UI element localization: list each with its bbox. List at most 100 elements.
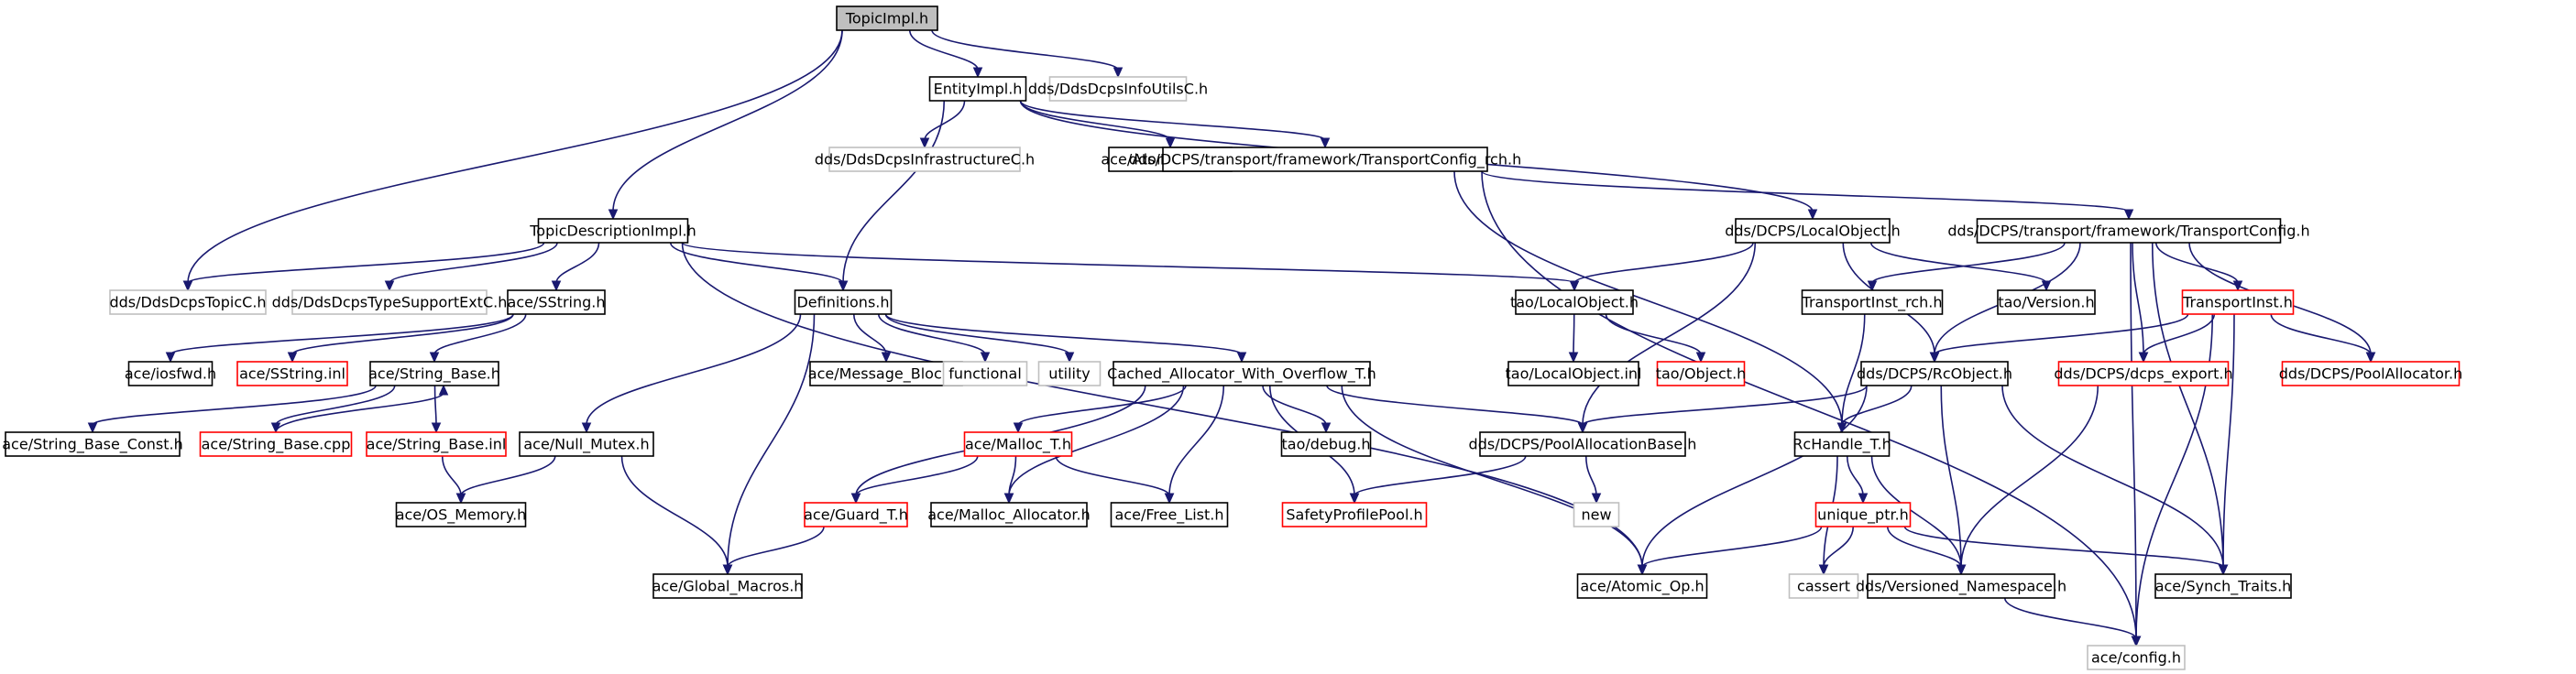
node-strbase[interactable]: ace/String_Base.h — [368, 361, 500, 386]
node-safetypool[interactable]: SafetyProfilePool.h — [1281, 502, 1428, 527]
node-freelist[interactable]: ace/Free_List.h — [1110, 502, 1229, 527]
node-box — [1479, 431, 1686, 457]
node-tcrch[interactable]: dds/DCPS/transport/framework/TransportCo… — [1129, 147, 1521, 172]
node-box — [942, 361, 1028, 386]
node-poolalloc[interactable]: dds/DCPS/PoolAllocator.h — [2279, 361, 2462, 386]
edge-topicdesc-to-taolocal — [681, 242, 1580, 292]
node-box — [1110, 502, 1229, 527]
node-topicimpl[interactable]: TopicImpl.h — [836, 5, 938, 31]
edge-nullmutex-to-osmem — [455, 455, 556, 505]
edge-topicdesc-to-sstring — [551, 242, 600, 292]
node-synch[interactable]: ace/Synch_Traits.h — [2154, 573, 2292, 599]
node-box — [1576, 573, 1708, 599]
edge-uniqueptr-to-atomicop — [1637, 526, 1823, 576]
node-nullmutex[interactable]: ace/Null_Mutex.h — [519, 431, 654, 457]
node-box — [1507, 361, 1639, 386]
node-taolocalinl[interactable]: tao/LocalObject.inl — [1506, 361, 1642, 386]
node-label: TransportInst.h — [2182, 294, 2293, 311]
node-label: ace/String_Base_Const.h — [2, 436, 182, 454]
edge-sstring-to-iosfwd — [165, 313, 514, 364]
node-label: ace/Free_List.h — [1115, 506, 1224, 525]
node-uniqueptr[interactable]: unique_ptr.h — [1814, 502, 1912, 527]
node-label: ace/Guard_T.h — [804, 506, 908, 525]
node-strbaseconst[interactable]: ace/String_Base_Const.h — [2, 431, 183, 457]
edge-malloct-to-mallocalloc — [1003, 455, 1017, 505]
node-dcpsexport[interactable]: dds/DCPS/dcps_export.h — [2054, 361, 2233, 386]
node-box — [930, 502, 1088, 527]
node-versioned[interactable]: dds/Versioned_Namespace.h — [1856, 573, 2066, 599]
node-label: tao/LocalObject.h — [1510, 294, 1639, 311]
node-label: tao/debug.h — [1282, 436, 1371, 453]
node-entityimpl[interactable]: EntityImpl.h — [928, 76, 1027, 102]
node-label: tao/Version.h — [1998, 294, 2094, 311]
node-atomicop[interactable]: ace/Atomic_Op.h — [1576, 573, 1708, 599]
edge-defs-to-msgblock — [852, 313, 892, 364]
node-sstringinl[interactable]: ace/SString.inl — [236, 361, 348, 386]
node-rchandle[interactable]: RcHandle_T.h — [1792, 431, 1891, 457]
node-functional: functional — [942, 361, 1028, 386]
node-taodebug[interactable]: tao/debug.h — [1280, 431, 1372, 457]
node-cached[interactable]: Cached_Allocator_With_Overflow_T.h — [1107, 361, 1376, 386]
node-box — [1788, 573, 1859, 599]
node-label: ace/String_Base.inl — [367, 436, 507, 454]
node-globalmacros[interactable]: ace/Global_Macros.h — [652, 573, 804, 599]
edge-strbase-to-strbasecpp — [270, 385, 396, 434]
dependency-edges — [87, 29, 2376, 647]
node-tinst[interactable]: TransportInst.h — [2181, 289, 2295, 315]
node-topicdesc[interactable]: TopicDescriptionImpl.h — [529, 218, 696, 244]
node-malloct[interactable]: ace/Malloc_T.h — [963, 431, 1073, 457]
node-strbasecpp[interactable]: ace/String_Base.cpp — [199, 431, 353, 457]
edge-topicimpl-to-entityimpl — [908, 29, 983, 79]
node-box — [291, 289, 488, 315]
node-tconfig[interactable]: dds/DCPS/transport/framework/TransportCo… — [1947, 218, 2310, 244]
node-label: TopicImpl.h — [845, 10, 928, 27]
node-box — [127, 361, 214, 386]
node-label: ace/Message_Block.h — [808, 365, 964, 384]
node-label: new — [1581, 506, 1611, 524]
node-taoobj[interactable]: tao/Object.h — [1656, 361, 1747, 386]
node-label: dds/DCPS/PoolAllocationBase.h — [1469, 436, 1697, 453]
edge-entityimpl-to-infra — [919, 100, 966, 149]
node-label: Definitions.h — [796, 294, 889, 311]
node-box — [1801, 289, 1944, 315]
node-sstring[interactable]: ace/SString.h — [507, 289, 606, 315]
node-box — [1656, 361, 1746, 386]
node-box — [369, 361, 499, 386]
edge-uniqueptr-to-synch — [1903, 526, 2229, 576]
edge-nullmutex-to-globalmacros — [620, 455, 733, 576]
node-iosfwd[interactable]: ace/iosfwd.h — [125, 361, 216, 386]
node-taover[interactable]: tao/Version.h — [1997, 289, 2096, 315]
node-label: dds/DCPS/dcps_export.h — [2054, 365, 2232, 384]
node-infoutils: dds/DdsDcpsInfoUtilsC.h — [1028, 76, 1208, 102]
node-label: cassert — [1797, 578, 1850, 595]
node-strbaseinl[interactable]: ace/String_Base.inl — [366, 431, 507, 457]
edge-dcpsexport-to-versioned — [1956, 385, 2099, 576]
node-taolocal[interactable]: tao/LocalObject.h — [1510, 289, 1639, 315]
edge-entityimpl-to-atomicopt — [1019, 100, 1176, 149]
node-label: dds/DdsDcpsInfoUtilsC.h — [1028, 81, 1208, 98]
node-osmem[interactable]: ace/OS_Memory.h — [396, 502, 527, 527]
node-label: ace/Malloc_Allocator.h — [927, 506, 1091, 525]
node-localobj[interactable]: dds/DCPS/LocalObject.h — [1725, 218, 1901, 244]
node-box — [5, 431, 181, 457]
node-rcobj[interactable]: dds/DCPS/RcObject.h — [1857, 361, 2012, 386]
node-mallocalloc[interactable]: ace/Malloc_Allocator.h — [927, 502, 1091, 527]
node-msgblock[interactable]: ace/Message_Block.h — [808, 361, 964, 386]
node-guardt[interactable]: ace/Guard_T.h — [804, 502, 908, 527]
node-label: dds/Versioned_Namespace.h — [1856, 578, 2066, 596]
edge-strbase-to-strbaseinl — [431, 385, 442, 434]
edge-malloct-to-guardt — [850, 455, 979, 505]
node-poolallocbase[interactable]: dds/DCPS/PoolAllocationBase.h — [1469, 431, 1697, 457]
node-label: Cached_Allocator_With_Overflow_T.h — [1107, 365, 1376, 384]
edge-tcrch-to-tconfig — [1481, 170, 2134, 221]
node-box — [1735, 218, 1891, 244]
node-label: ace/Synch_Traits.h — [2155, 578, 2292, 596]
node-label: ace/String_Base.cpp — [202, 436, 351, 454]
node-label: dds/DCPS/RcObject.h — [1857, 365, 2012, 383]
node-tirch[interactable]: TransportInst_rch.h — [1801, 289, 1944, 315]
node-defs[interactable]: Definitions.h — [794, 289, 893, 315]
edge-strbase-to-strbaseconst — [87, 385, 377, 434]
node-label: dds/DdsDcpsTypeSupportExtC.h — [272, 294, 508, 311]
node-utility: utility — [1037, 361, 1102, 386]
